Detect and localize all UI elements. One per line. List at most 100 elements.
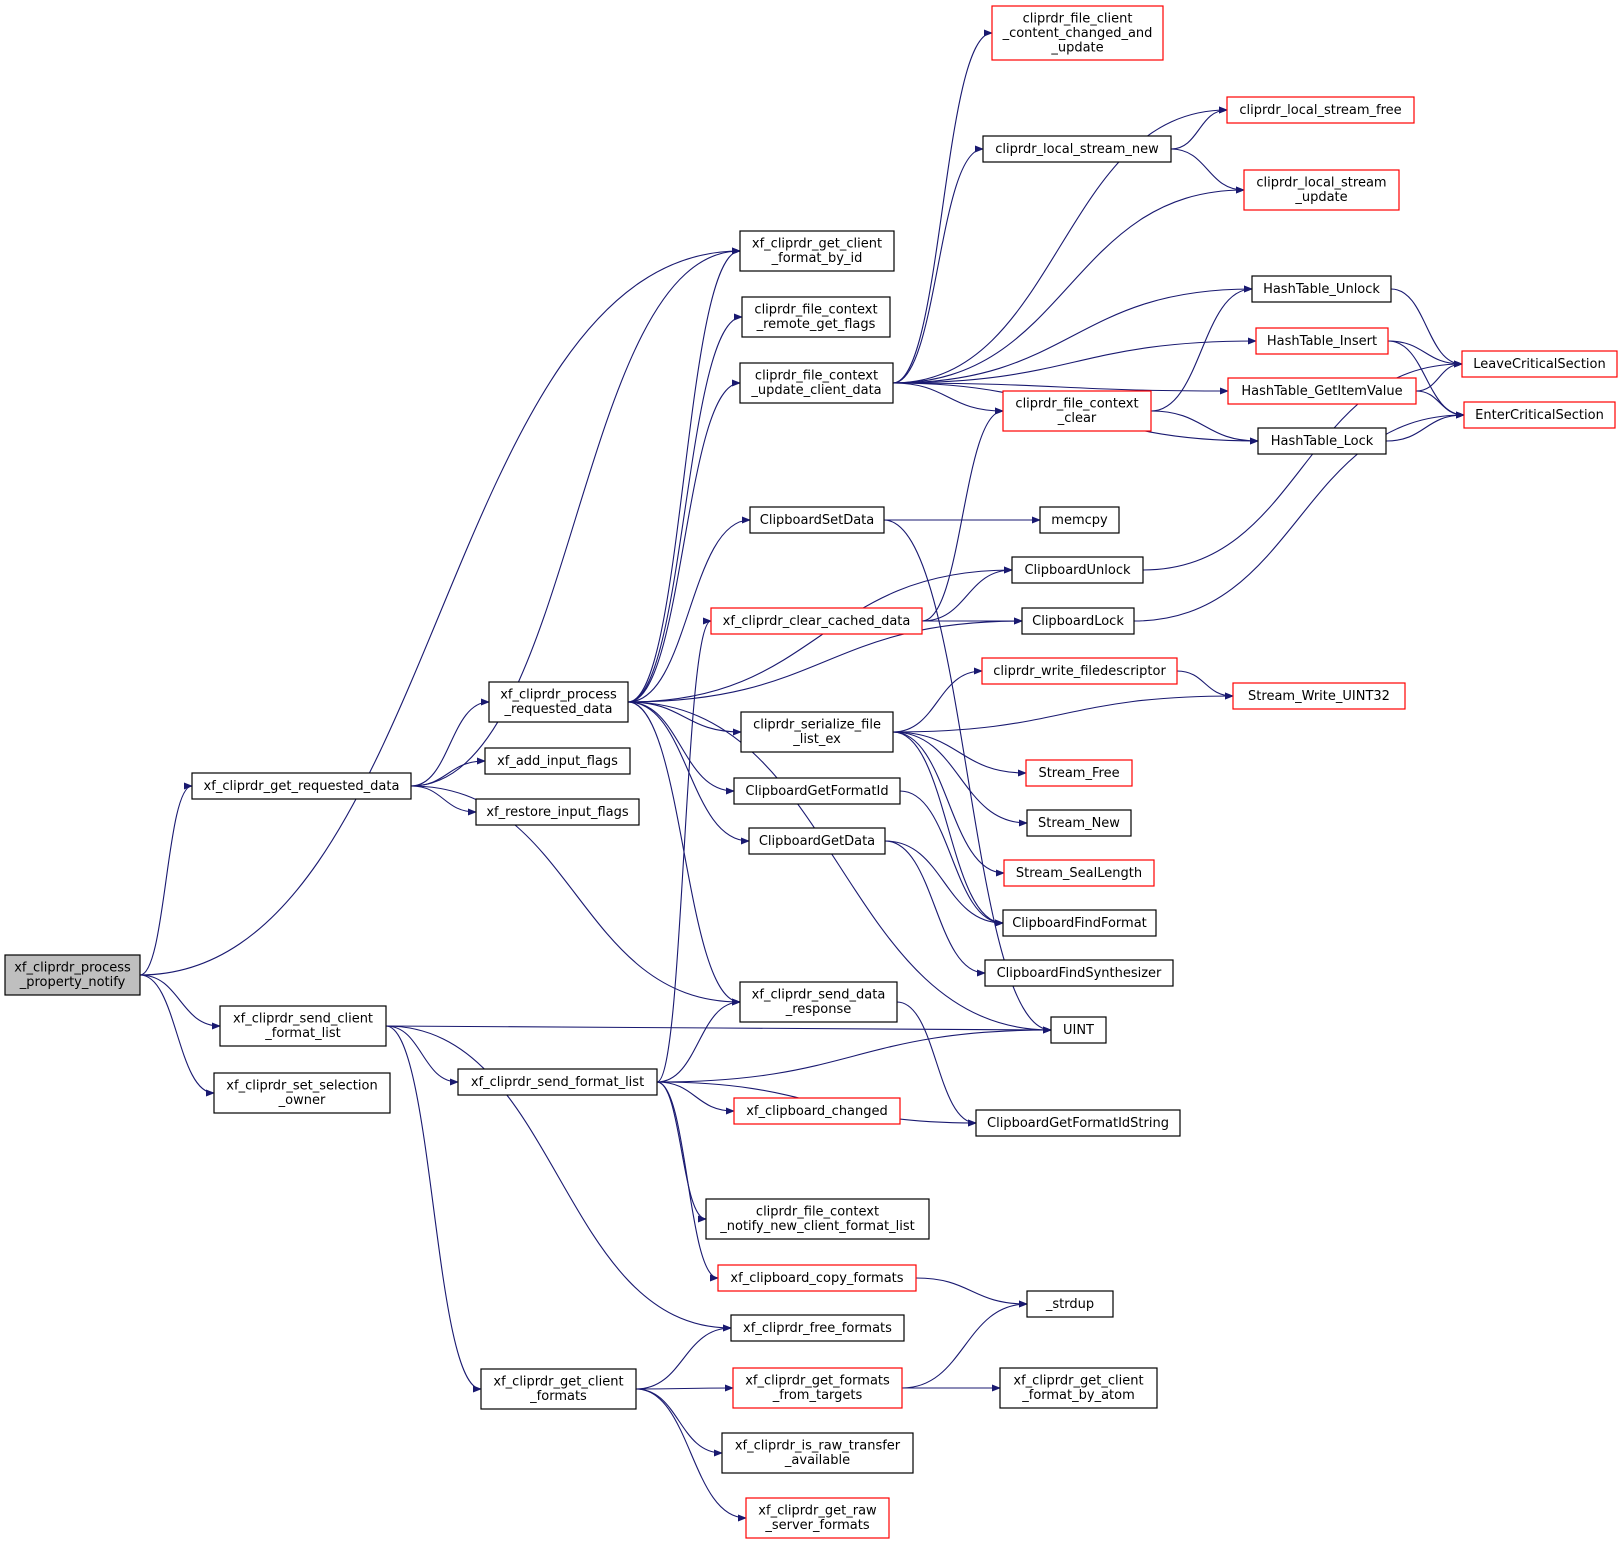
node-serialize_file_list_ex[interactable]: cliprdr_serialize_file_list_ex (740, 711, 894, 753)
node-HashTable_Unlock[interactable]: HashTable_Unlock (1251, 275, 1392, 303)
node-box[interactable] (739, 230, 895, 272)
node-process_requested_data[interactable]: xf_cliprdr_process_requested_data (488, 681, 629, 723)
node-get_formats_from_targets[interactable]: xf_cliprdr_get_formats_from_targets (732, 1367, 903, 1409)
node-box[interactable] (981, 657, 1178, 685)
node-ClipboardUnlock[interactable]: ClipboardUnlock (1011, 556, 1144, 584)
node-box[interactable] (1251, 275, 1392, 303)
node-box[interactable] (733, 1097, 901, 1125)
node-local_stream_free[interactable]: cliprdr_local_stream_free (1226, 96, 1415, 124)
node-send_client_format_list[interactable]: xf_cliprdr_send_client_format_list (219, 1005, 387, 1047)
node-send_data_response[interactable]: xf_cliprdr_send_data_response (739, 981, 898, 1023)
node-box[interactable] (717, 1264, 917, 1292)
node-box[interactable] (710, 607, 923, 635)
node-notify_new_client_format_list[interactable]: cliprdr_file_context_notify_new_client_f… (705, 1198, 930, 1240)
node-ClipboardLock[interactable]: ClipboardLock (1021, 607, 1135, 635)
node-box[interactable] (975, 1109, 1181, 1137)
node-box[interactable] (749, 506, 885, 534)
node-box[interactable] (741, 296, 891, 338)
node-box[interactable] (748, 827, 886, 855)
node-box[interactable] (991, 5, 1164, 61)
node-box[interactable] (488, 681, 629, 723)
node-box[interactable] (1011, 556, 1144, 584)
node-ClipboardSetData[interactable]: ClipboardSetData (749, 506, 885, 534)
node-box[interactable] (984, 959, 1174, 987)
node-box[interactable] (1003, 859, 1155, 887)
node-box[interactable] (457, 1068, 658, 1096)
node-box[interactable] (1021, 607, 1135, 635)
node-clipboard_copy_formats[interactable]: xf_clipboard_copy_formats (717, 1264, 917, 1292)
node-box[interactable] (739, 362, 894, 404)
node-local_stream_new[interactable]: cliprdr_local_stream_new (982, 135, 1172, 163)
node-get_client_formats[interactable]: xf_cliprdr_get_client_formats (480, 1368, 637, 1410)
node-EnterCriticalSection[interactable]: EnterCriticalSection (1463, 401, 1616, 429)
node-ClipboardGetData[interactable]: ClipboardGetData (748, 827, 886, 855)
node-root[interactable]: xf_cliprdr_process_property_notify (4, 954, 141, 996)
node-get_client_format_by_atom[interactable]: xf_cliprdr_get_client_format_by_atom (999, 1367, 1158, 1409)
node-file_client_content_changed[interactable]: cliprdr_file_client_content_changed_and_… (991, 5, 1164, 61)
node-box[interactable] (982, 135, 1172, 163)
node-box[interactable] (191, 772, 412, 800)
node-box[interactable] (4, 954, 141, 996)
node-box[interactable] (1257, 427, 1387, 455)
node-restore_input_flags[interactable]: xf_restore_input_flags (475, 798, 640, 826)
node-get_requested_data[interactable]: xf_cliprdr_get_requested_data (191, 772, 412, 800)
node-HashTable_Lock[interactable]: HashTable_Lock (1257, 427, 1387, 455)
node-box[interactable] (213, 1072, 391, 1114)
node-box[interactable] (1232, 682, 1406, 710)
node-box[interactable] (484, 747, 631, 775)
node-send_format_list[interactable]: xf_cliprdr_send_format_list (457, 1068, 658, 1096)
node-box[interactable] (1461, 350, 1618, 378)
node-box[interactable] (1026, 1290, 1114, 1318)
node-box[interactable] (733, 777, 901, 805)
node-Stream_SealLength[interactable]: Stream_SealLength (1003, 859, 1155, 887)
node-ClipboardFindSynthesizer[interactable]: ClipboardFindSynthesizer (984, 959, 1174, 987)
node-HashTable_GetItemValue[interactable]: HashTable_GetItemValue (1227, 377, 1417, 405)
node-box[interactable] (1255, 327, 1389, 355)
node-box[interactable] (1039, 506, 1120, 534)
node-box[interactable] (1025, 759, 1133, 787)
node-ClipboardGetFormatId[interactable]: ClipboardGetFormatId (733, 777, 901, 805)
node-file_context_remote_get_flags[interactable]: cliprdr_file_context_remote_get_flags (741, 296, 891, 338)
node-box[interactable] (1050, 1016, 1107, 1044)
node-local_stream_update[interactable]: cliprdr_local_stream_update (1243, 169, 1400, 211)
node-set_selection_owner[interactable]: xf_cliprdr_set_selection_owner (213, 1072, 391, 1114)
node-box[interactable] (1026, 809, 1132, 837)
node-box[interactable] (705, 1198, 930, 1240)
node-box[interactable] (1226, 96, 1415, 124)
node-box[interactable] (730, 1314, 905, 1342)
node-HashTable_Insert[interactable]: HashTable_Insert (1255, 327, 1389, 355)
node-box[interactable] (1002, 390, 1152, 432)
node-box[interactable] (739, 981, 898, 1023)
node-box[interactable] (1227, 377, 1417, 405)
node-box[interactable] (745, 1497, 890, 1539)
node-is_raw_transfer_available[interactable]: xf_cliprdr_is_raw_transfer_available (721, 1432, 914, 1474)
node-box[interactable] (480, 1368, 637, 1410)
node-Stream_New[interactable]: Stream_New (1026, 809, 1132, 837)
node-box[interactable] (475, 798, 640, 826)
node-add_input_flags[interactable]: xf_add_input_flags (484, 747, 631, 775)
node-get_raw_server_formats[interactable]: xf_cliprdr_get_raw_server_formats (745, 1497, 890, 1539)
node-box[interactable] (219, 1005, 387, 1047)
node-file_context_clear[interactable]: cliprdr_file_context_clear (1002, 390, 1152, 432)
node-memcpy[interactable]: memcpy (1039, 506, 1120, 534)
node-ClipboardFindFormat[interactable]: ClipboardFindFormat (1002, 909, 1157, 937)
node-box[interactable] (721, 1432, 914, 1474)
node-box[interactable] (732, 1367, 903, 1409)
node-write_filedescriptor[interactable]: cliprdr_write_filedescriptor (981, 657, 1178, 685)
node-Stream_Write_UINT32[interactable]: Stream_Write_UINT32 (1232, 682, 1406, 710)
node-box[interactable] (1002, 909, 1157, 937)
node-clear_cached_data[interactable]: xf_cliprdr_clear_cached_data (710, 607, 923, 635)
node-get_client_format_by_id[interactable]: xf_cliprdr_get_client_format_by_id (739, 230, 895, 272)
node-box[interactable] (999, 1367, 1158, 1409)
node-ClipboardGetFormatIdString[interactable]: ClipboardGetFormatIdString (975, 1109, 1181, 1137)
node-clipboard_changed[interactable]: xf_clipboard_changed (733, 1097, 901, 1125)
node-box[interactable] (1243, 169, 1400, 211)
node-LeaveCriticalSection[interactable]: LeaveCriticalSection (1461, 350, 1618, 378)
node-file_context_update_client_data[interactable]: cliprdr_file_context_update_client_data (739, 362, 894, 404)
node-box[interactable] (1463, 401, 1616, 429)
node-UINT[interactable]: UINT (1050, 1016, 1107, 1044)
node-strdup[interactable]: _strdup (1026, 1290, 1114, 1318)
node-Stream_Free[interactable]: Stream_Free (1025, 759, 1133, 787)
node-free_formats[interactable]: xf_cliprdr_free_formats (730, 1314, 905, 1342)
node-box[interactable] (740, 711, 894, 753)
